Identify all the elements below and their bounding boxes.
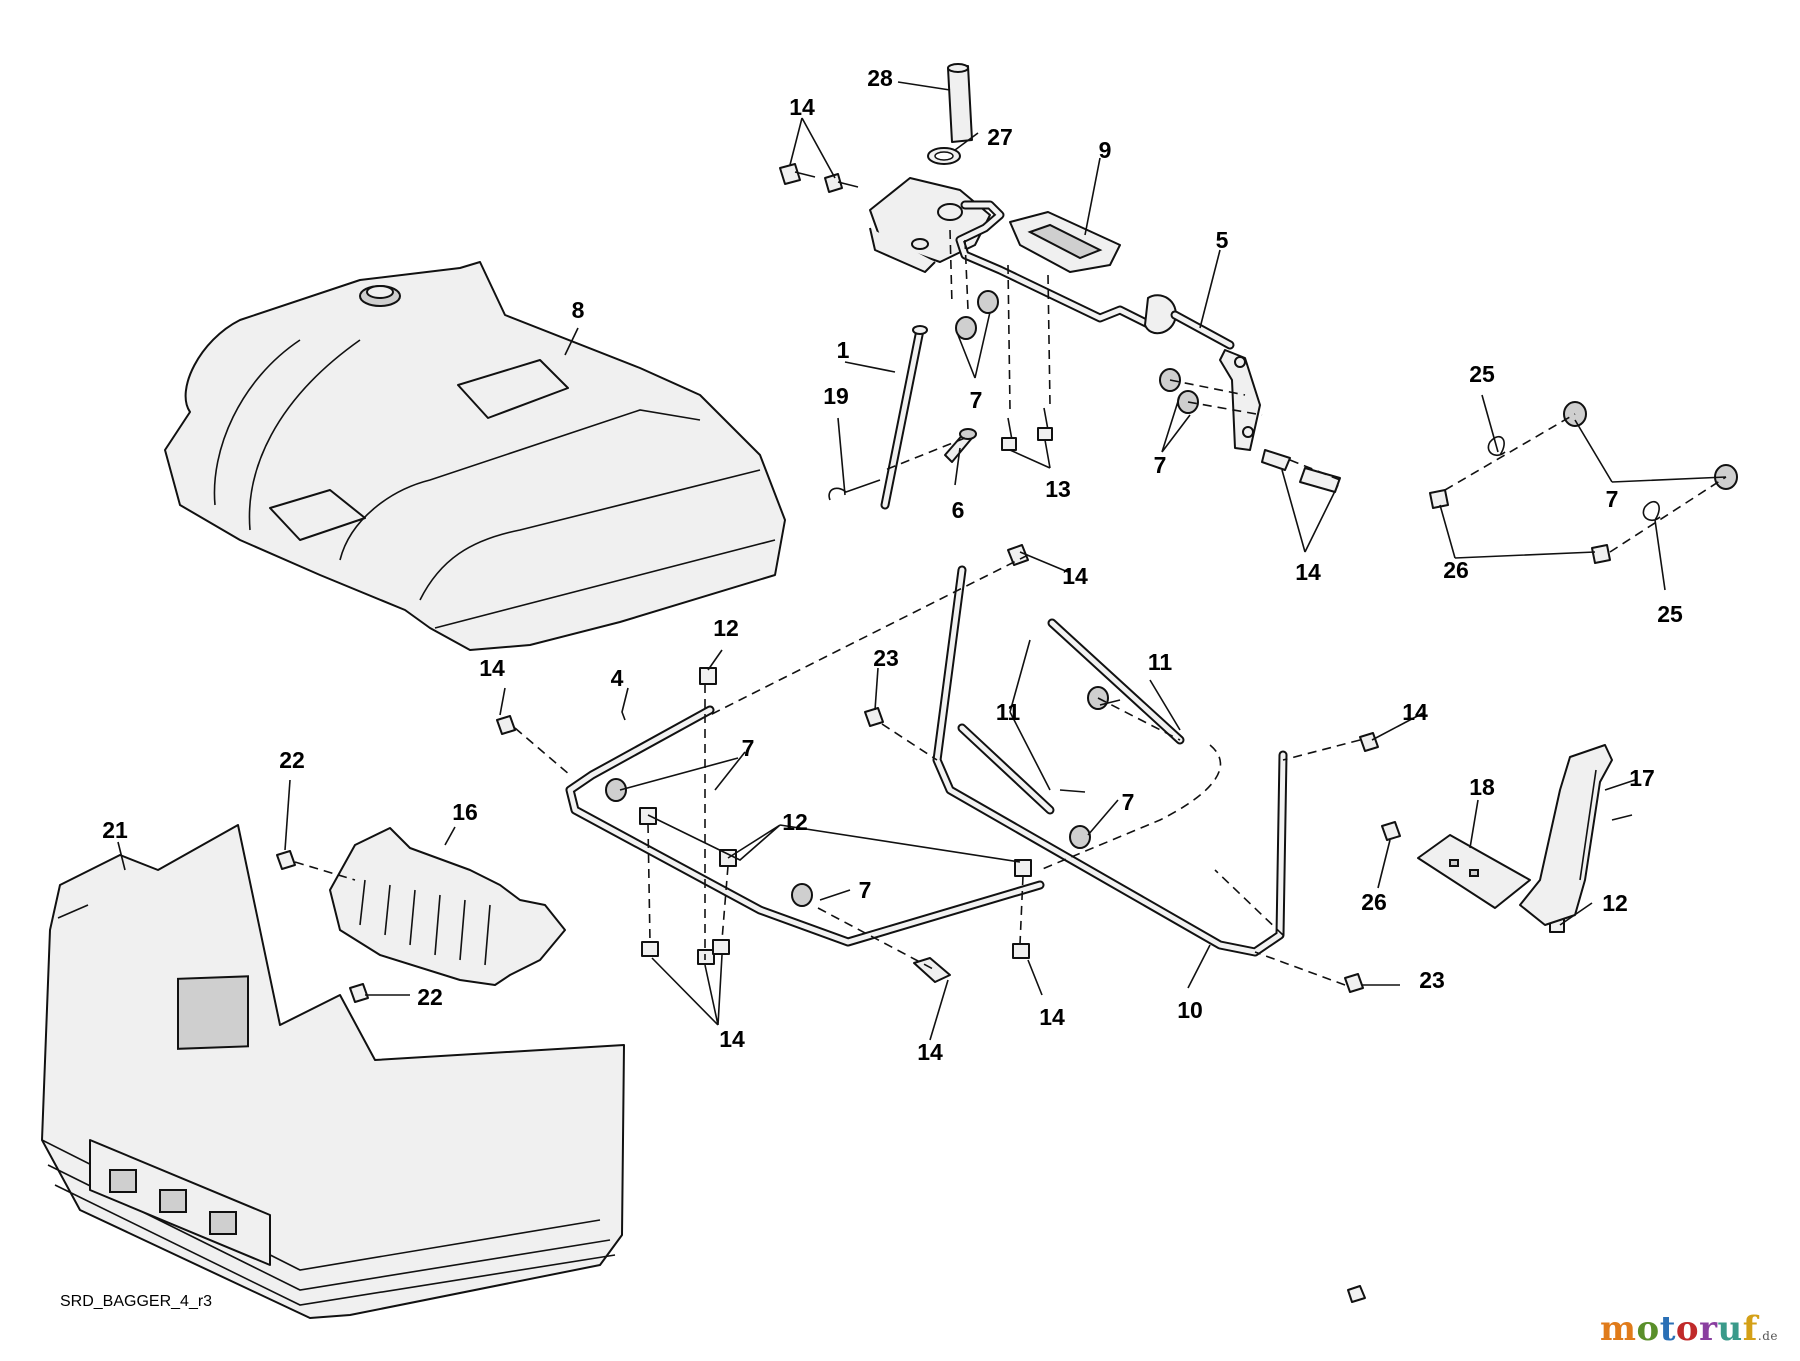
deflector-plate xyxy=(329,827,566,986)
callout-8: 8 xyxy=(572,297,585,323)
callout-26: 26 xyxy=(1443,557,1469,583)
callout-11: 11 xyxy=(1148,649,1173,675)
watermark-brand: motoruf xyxy=(1600,1309,1758,1349)
callout-14: 14 xyxy=(719,1026,745,1052)
callout-14: 14 xyxy=(789,94,815,120)
bagger-lid xyxy=(164,261,786,651)
callout-14: 14 xyxy=(1295,559,1321,585)
handle-bracket-assembly xyxy=(869,63,1261,451)
hairpin-cotter xyxy=(828,479,881,501)
hardware xyxy=(276,163,1738,1303)
callout-7: 7 xyxy=(859,877,872,903)
callout-21: 21 xyxy=(102,817,128,843)
callout-28: 28 xyxy=(867,65,893,91)
callout-7: 7 xyxy=(1122,789,1135,815)
callout-23: 23 xyxy=(1419,967,1445,993)
callout-7: 7 xyxy=(1154,452,1167,478)
grass-bag xyxy=(41,824,625,1319)
callout-27: 27 xyxy=(987,124,1013,150)
bag-handles xyxy=(89,1139,271,1266)
callout-22: 22 xyxy=(279,747,305,773)
clevis-pin xyxy=(944,428,977,463)
callout-25: 25 xyxy=(1469,361,1495,387)
leader-lines xyxy=(117,81,1727,1041)
callout-19: 19 xyxy=(823,383,849,409)
diagram-reference-code: SRD_BAGGER_4_r3 xyxy=(60,1293,212,1310)
callout-16: 16 xyxy=(452,799,478,825)
vertical-rod xyxy=(880,325,928,510)
callout-4: 4 xyxy=(611,665,624,691)
bag-frame xyxy=(565,565,1288,957)
latch-plate xyxy=(1417,834,1531,909)
callout-25: 25 xyxy=(1657,601,1683,627)
callout-18: 18 xyxy=(1469,774,1495,800)
site-watermark: motoruf.de xyxy=(1600,1309,1778,1349)
callout-10: 10 xyxy=(1177,997,1203,1023)
watermark-suffix: .de xyxy=(1757,1329,1778,1343)
callout-12: 12 xyxy=(713,615,739,641)
callout-14: 14 xyxy=(1062,563,1088,589)
callout-22: 22 xyxy=(417,984,443,1010)
callout-26: 26 xyxy=(1361,889,1387,915)
callout-12: 12 xyxy=(1602,890,1628,916)
callout-9: 9 xyxy=(1099,137,1112,163)
callout-14: 14 xyxy=(1039,1004,1065,1030)
callout-13: 13 xyxy=(1045,476,1071,502)
callout-11: 11 xyxy=(996,699,1021,725)
callout-7: 7 xyxy=(970,387,983,413)
callout-14: 14 xyxy=(1402,699,1428,725)
callout-17: 17 xyxy=(1629,765,1655,791)
callout-labels: 28 27 14 9 5 8 1 7 19 6 13 7 14 25 7 26 … xyxy=(102,65,1683,1065)
assembly-lines xyxy=(294,229,1727,986)
callout-1: 1 xyxy=(837,337,850,363)
callout-7: 7 xyxy=(1606,486,1619,512)
callout-23: 23 xyxy=(873,645,899,671)
callout-6: 6 xyxy=(952,497,965,523)
callout-7: 7 xyxy=(742,735,755,761)
callout-12: 12 xyxy=(782,809,808,835)
callout-14: 14 xyxy=(917,1039,943,1065)
callout-14: 14 xyxy=(479,655,505,681)
callout-5: 5 xyxy=(1216,227,1229,253)
